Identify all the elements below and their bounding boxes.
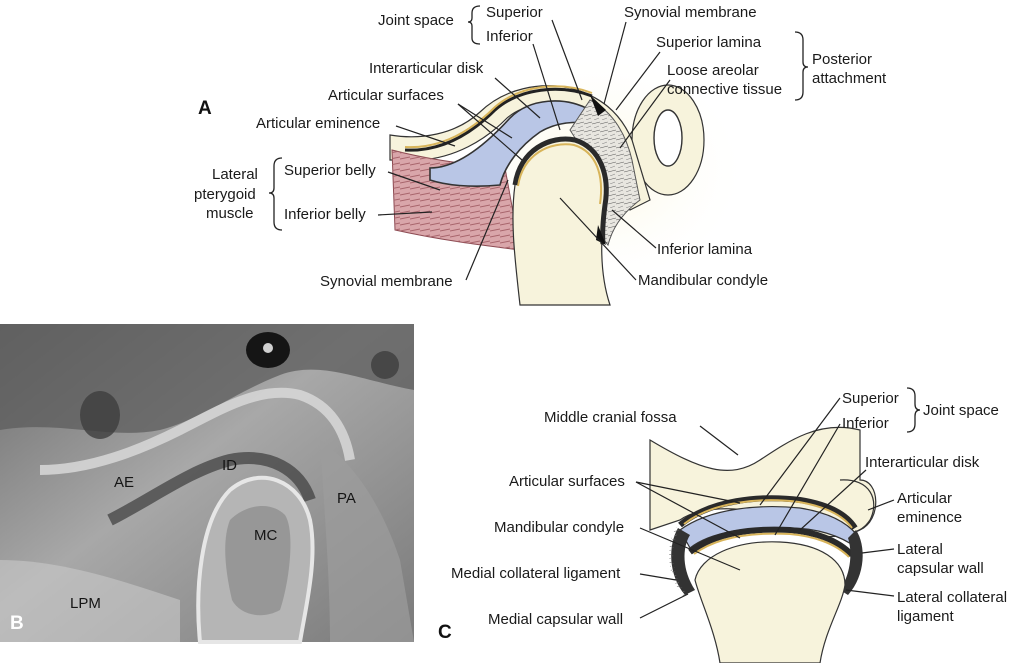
label-inferior-belly: Inferior belly [284, 206, 366, 223]
label-articular-eminence-c-1: Articular [897, 490, 952, 507]
lateral-capsule-c [840, 530, 863, 595]
label-synovial-membrane-top: Synovial membrane [624, 4, 757, 21]
panel-a-letter: A [198, 98, 212, 119]
leader-lateral-collateral [845, 589, 895, 597]
label-medial-capsular: Medial capsular wall [488, 611, 623, 628]
photo-dark-spot-core [263, 343, 273, 353]
label-inferior-lamina: Inferior lamina [657, 241, 753, 258]
label-interarticular-disk-c: Interarticular disk [865, 454, 980, 471]
label-interarticular-disk-a: Interarticular disk [369, 60, 484, 77]
label-mandibular-condyle-a: Mandibular condyle [638, 272, 768, 289]
photo-label-pa: PA [337, 490, 356, 507]
leader-medial-collateral [639, 573, 677, 581]
label-mandibular-condyle-c: Mandibular condyle [494, 519, 624, 536]
leader-articular-eminence-a [395, 125, 456, 147]
leader-synovial-bottom [465, 179, 509, 281]
leader-articular-surfaces-a-2 [457, 103, 523, 161]
label-articular-surfaces-c: Articular surfaces [509, 473, 625, 490]
label-medial-collateral: Medial collateral ligament [451, 565, 621, 582]
photo-eminence-band [39, 387, 355, 475]
label-loose-areolar-2: connective tissue [667, 81, 782, 98]
leader-middle-cranial-fossa [699, 425, 739, 456]
lower-cartilage-c [688, 526, 855, 558]
ear-canal [631, 84, 705, 196]
leader-inferior-a [532, 43, 561, 131]
label-posterior-2: attachment [812, 70, 887, 87]
label-superior-belly: Superior belly [284, 162, 376, 179]
photo-label-mc: MC [254, 527, 277, 544]
photo-left-blob [80, 391, 120, 439]
leader-synovial-top [603, 21, 627, 105]
label-inferior-a: Inferior [486, 28, 533, 45]
label-joint-space-a: Joint space [378, 12, 454, 29]
leader-inferior-c [774, 423, 841, 536]
brace-lateral-pterygoid [268, 157, 283, 231]
leader-interarticular-disk-c [799, 469, 867, 531]
label-superior-c: Superior [842, 390, 899, 407]
label-articular-eminence-a: Articular eminence [256, 115, 380, 132]
leader-superior-c [759, 397, 841, 506]
leader-medial-capsular [639, 593, 689, 619]
condyle-cartilage-a [512, 136, 609, 245]
leader-mandibular-condyle-c [639, 527, 741, 571]
label-superior-lamina: Superior lamina [656, 34, 762, 51]
leader-mandibular-condyle-a [559, 197, 637, 281]
leader-articular-eminence-c [867, 499, 895, 511]
leader-lateral-capsular [861, 548, 895, 554]
panel-c-letter: C [438, 622, 452, 643]
leader-inferior-belly [377, 211, 433, 216]
photo-label-lpm: LPM [70, 595, 101, 612]
photo-label-ae: AE [114, 474, 134, 491]
label-lateral-capsular-1: Lateral [897, 541, 943, 558]
photo-label-id: ID [222, 457, 237, 474]
label-synovial-membrane-bottom: Synovial membrane [320, 273, 453, 290]
leader-superior-lamina [615, 51, 661, 111]
label-joint-space-c: Joint space [923, 402, 999, 419]
label-lateral-collateral-1: Lateral collateral [897, 589, 1007, 606]
panel-a: A Joint space Superior Inferior Synovial… [194, 4, 887, 306]
panel-b-letter: B [10, 613, 24, 634]
brace-joint-space-a [467, 5, 481, 45]
panel-b: AE ID PA MC LPM B [0, 324, 414, 644]
label-articular-eminence-c-2: eminence [897, 509, 962, 526]
leader-superior-a [551, 19, 583, 101]
photo-condyle-texture [225, 505, 291, 616]
label-lateral-2: pterygoid [194, 186, 256, 203]
panel-c: C Middle cranial fossa Superior Inferior… [438, 387, 1007, 663]
mandibular-condyle-c [694, 541, 846, 663]
brace-posterior-attachment [794, 31, 809, 101]
leader-interarticular-disk-a [494, 77, 541, 119]
label-articular-surfaces-a: Articular surfaces [328, 87, 444, 104]
leader-inferior-lamina [611, 209, 657, 249]
brace-joint-space-c [906, 387, 921, 433]
leader-loose-areolar [619, 79, 671, 149]
leader-articular-surfaces-a-1 [457, 103, 513, 139]
label-inferior-c: Inferior [842, 415, 889, 432]
label-middle-cranial-fossa: Middle cranial fossa [544, 409, 677, 426]
label-lateral-collateral-2: ligament [897, 608, 955, 625]
label-superior-a: Superior [486, 4, 543, 21]
upper-surface-a [404, 87, 593, 152]
photo-right-blob [371, 351, 399, 379]
label-posterior-1: Posterior [812, 51, 872, 68]
label-lateral-1: Lateral [212, 166, 258, 183]
leader-superior-belly [387, 171, 441, 191]
label-loose-areolar-1: Loose areolar [667, 62, 759, 79]
photo-lpm-fibers [0, 560, 180, 642]
label-lateral-3: muscle [206, 205, 254, 222]
leader-articular-surfaces-c-1 [635, 481, 741, 504]
photo-disk-band [107, 452, 316, 526]
photo-pa-region [320, 440, 414, 642]
upper-cartilage-c [678, 495, 858, 530]
label-lateral-capsular-2: capsular wall [897, 560, 984, 577]
synovial-membrane-bit-top [590, 95, 606, 116]
leader-articular-surfaces-c-2 [635, 481, 741, 539]
